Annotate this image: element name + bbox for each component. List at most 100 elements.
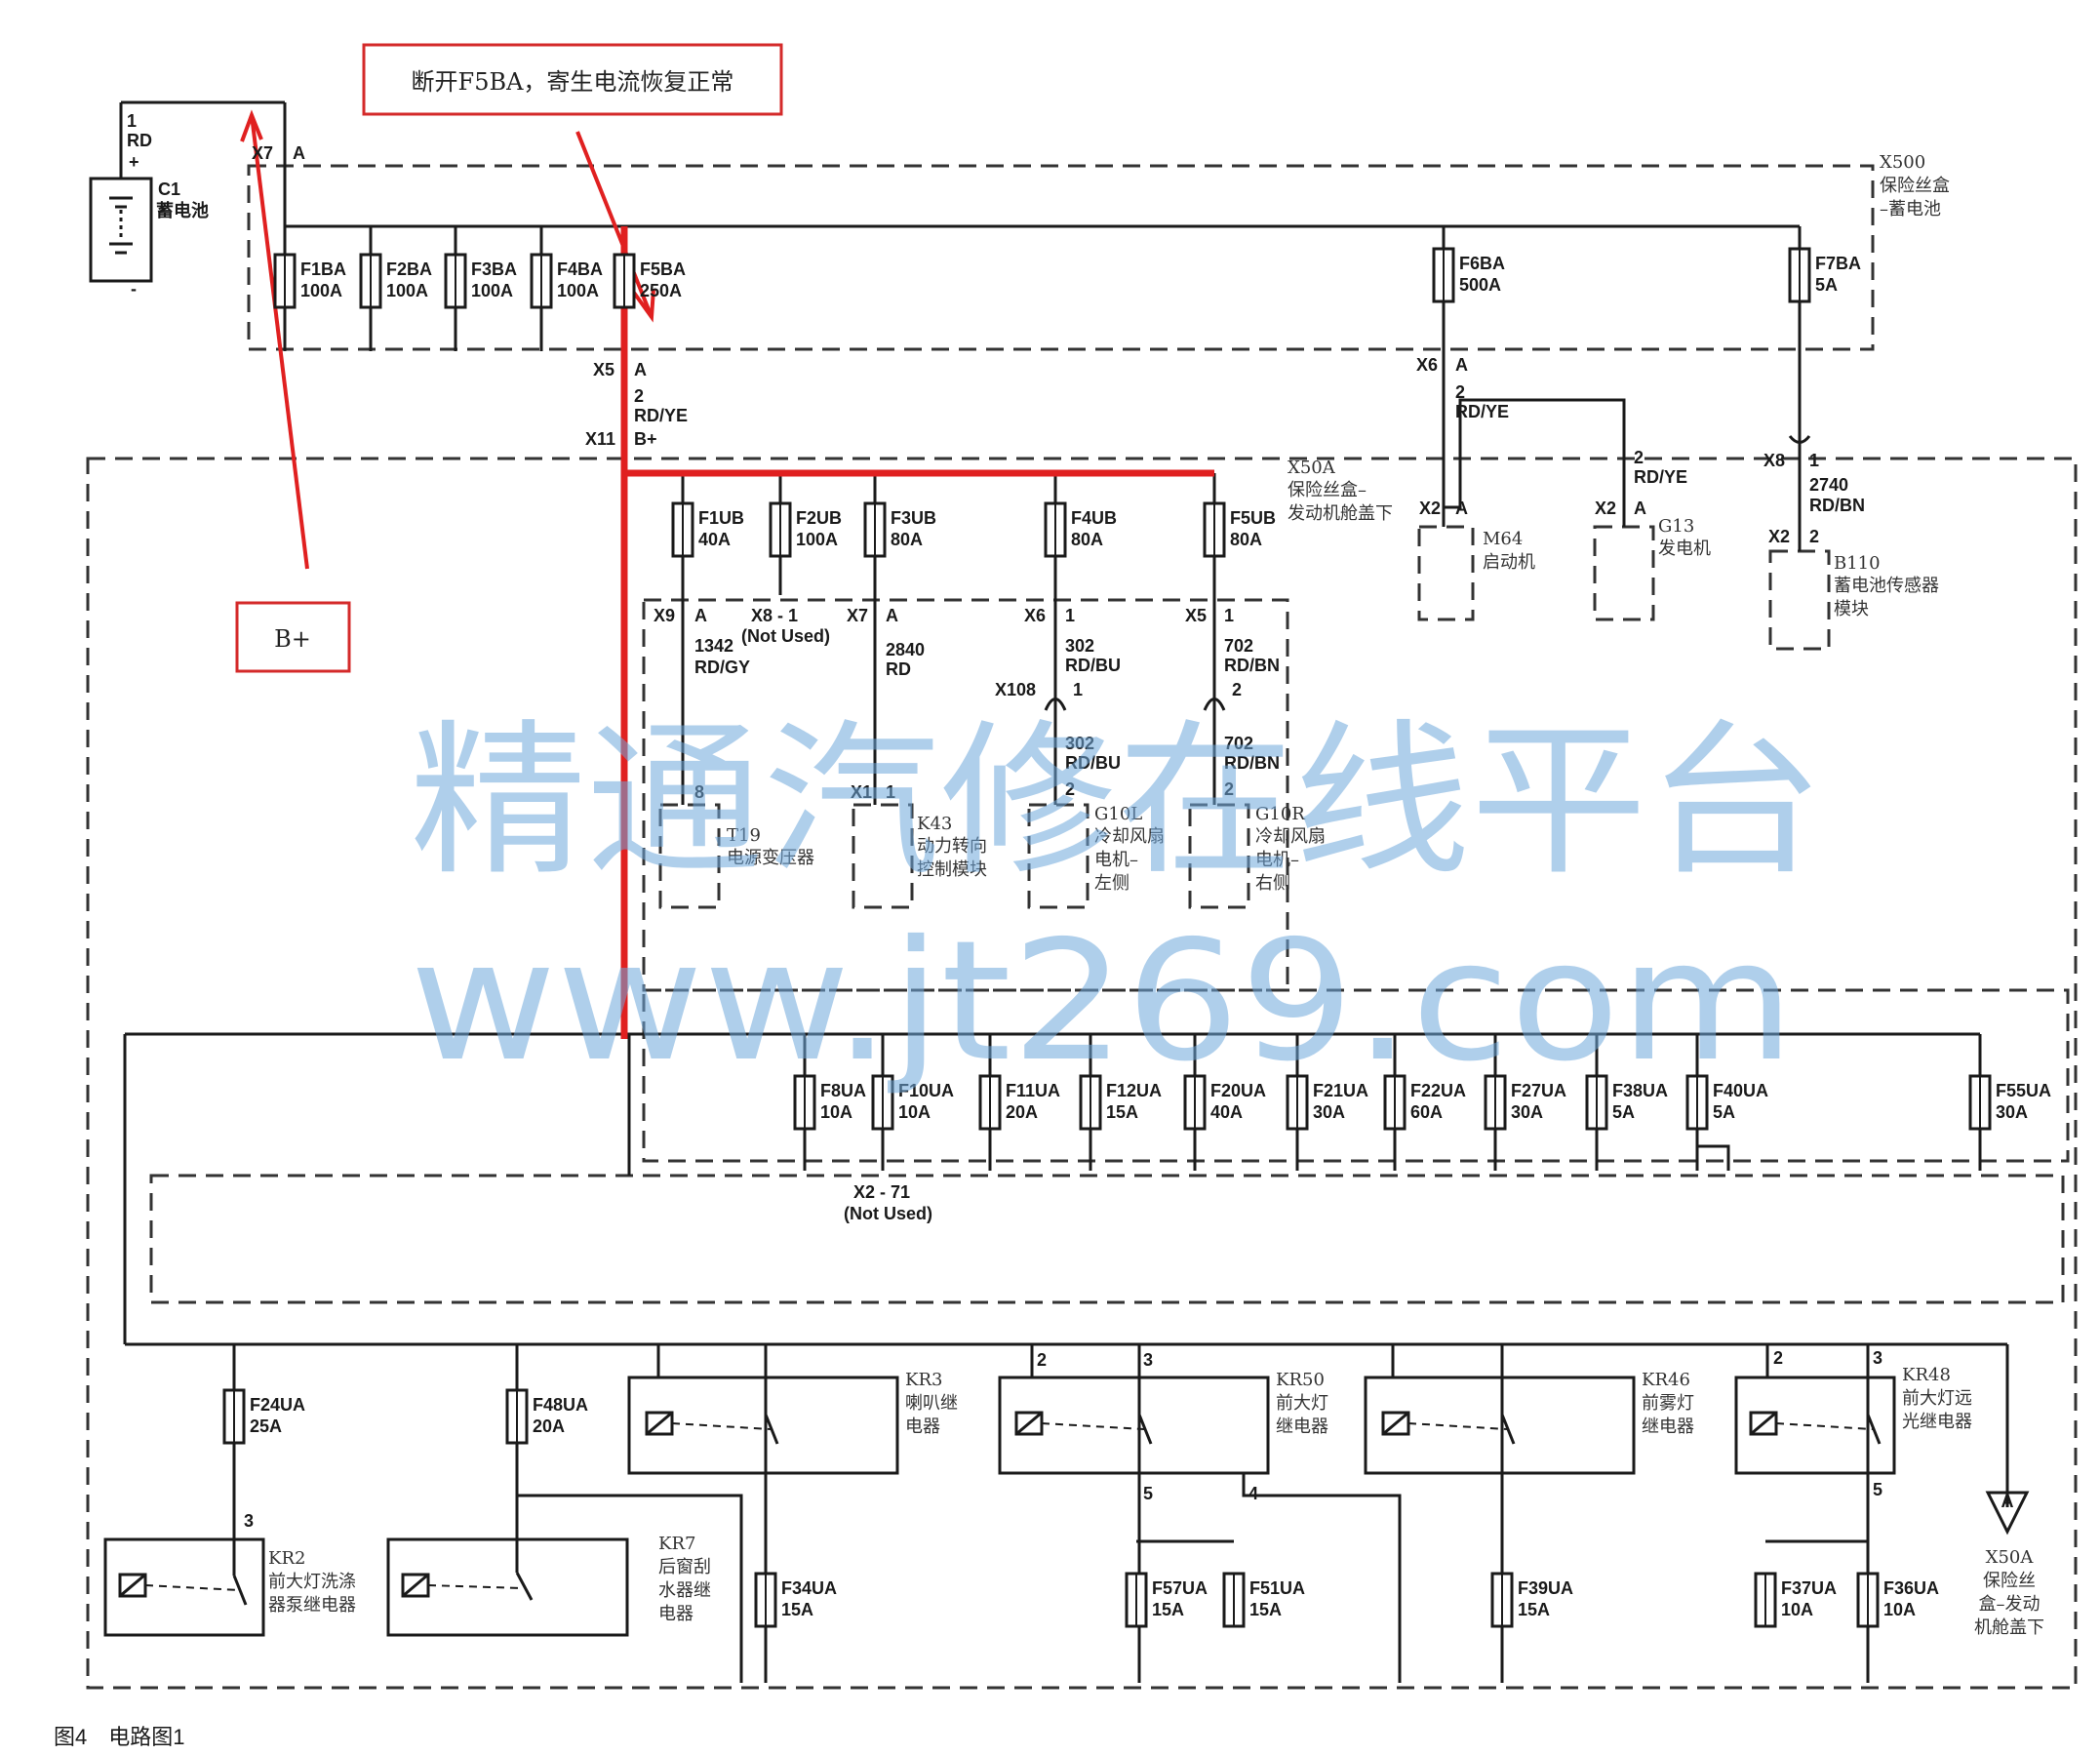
fuse-rating: 250A [640,281,682,300]
fuse-name: F1UB [698,508,744,528]
fuse-rating: 30A [1313,1102,1345,1122]
conn-x2-b110: X2 [1768,527,1790,546]
t19-code: T19 [727,825,761,846]
wire-702a: 702 [1224,636,1253,656]
conn-x108: X108 [995,680,1036,699]
conn-x9a: A [694,606,707,625]
fuse-rating: 10A [898,1102,931,1122]
kr3-label-1: 喇叭继 [905,1393,958,1414]
wire-rdbn-2740: RD/BN [1809,496,1865,515]
fuse-rating: 30A [1996,1102,2028,1122]
fuse-rating: 5A [1815,275,1838,295]
fuse-name: F2BA [386,259,432,279]
top-note: 断开F5BA，寄生电流恢复正常 [412,68,734,96]
fuse-name: F39UA [1518,1578,1573,1598]
wire-302b: 302 [1065,734,1094,753]
relay-switches [232,1405,1882,1606]
t19-name: 电源变压器 [727,848,814,868]
x8-connector [1788,435,1811,444]
fuse-rating: 15A [1518,1600,1550,1619]
conn-x11: X11 [585,429,615,449]
box-g13 [1593,525,1655,621]
fuse-name: F5UB [1230,508,1276,528]
battery-box [89,177,153,283]
kr2-code: KR2 [268,1548,305,1569]
b110-label-2: 模块 [1834,599,1869,619]
fuse-name: F20UA [1210,1081,1266,1100]
g10l-code: G10L [1094,804,1142,824]
connector-labels: X7 A X5 A 2 RD/YE X11 B+ X6 A 2 RD/YE 2 … [244,143,1882,1531]
x108-connector-b [1203,698,1226,711]
fuse-name: F51UA [1249,1578,1305,1598]
g10r-label-2: 电机– [1255,850,1299,870]
pin-x5-1: 1 [1224,606,1234,625]
fuse-rating: 15A [1249,1600,1282,1619]
fuse-name: F55UA [1996,1081,2051,1100]
conn-x1: X1 [851,782,872,802]
battery-wire: RD [127,131,152,150]
fuse-name: F8UA [820,1081,866,1100]
wire-rdye: RD/YE [634,406,688,425]
wire-rdbn-a: RD/BN [1224,656,1280,675]
fuse-name: F37UA [1781,1578,1837,1598]
wire-rd-2840: RD [886,659,911,679]
k43-label-1: 动力转向 [917,836,987,857]
top-note-box [362,43,783,116]
fuse-name: F34UA [781,1578,837,1598]
box-kr2 [103,1537,265,1637]
fuse-rating: 15A [781,1600,813,1619]
pin-2-702: 2 [1224,779,1234,799]
conn-a-top: A [293,143,305,163]
x50a-label-1: 保险丝盒– [1288,480,1367,500]
conn-x5-mid: X5 [1185,606,1207,625]
wire-2740: 2740 [1809,475,1848,495]
fuse-name: F1BA [300,259,346,279]
box-kr46 [1364,1376,1636,1475]
kr3-code: KR3 [905,1370,942,1390]
fuse-rating: 40A [698,530,731,549]
fuse-f40ua: F40UA 5A [1685,1074,1768,1131]
x500-label-2: –蓄电池 [1880,199,1941,220]
kr2-label-2: 器泵继电器 [268,1595,356,1616]
kr48-label-1: 前大灯远 [1902,1388,1972,1409]
fuse-rating: 5A [1713,1102,1735,1122]
fuse-rating: 100A [557,281,599,300]
x50a-bottom-label-3: 机舱盖下 [1974,1617,2044,1638]
kr2-label-1: 前大灯洗涤 [268,1572,356,1592]
conn-x7a-mid: A [886,606,898,625]
b110-code: B110 [1834,553,1881,574]
conn-x8: X8 [1763,451,1785,470]
box-x50a-outer [86,457,2078,1690]
x50a-arrow-letter: A [2001,1492,2014,1511]
fuse-name: F2UB [796,508,842,528]
wire-2b: 2 [1455,382,1465,402]
pin-x1: 1 [886,782,895,802]
conn-x6a: A [1455,355,1468,375]
pin-2-302: 2 [1065,779,1075,799]
fuse-rating: 80A [1071,530,1103,549]
fuse-name: F3UB [891,508,936,528]
pin-kr48-5: 5 [1873,1480,1882,1499]
fuse-rating: 100A [796,530,838,549]
fuse-f8ua: F8UA 10A [793,1074,866,1131]
fuse-rating: 20A [1006,1102,1038,1122]
box-x500 [247,164,1875,351]
x50a-arrow [1985,1491,2030,1536]
wire-rdye-b: RD/YE [1455,402,1509,421]
box-g10l [1027,803,1090,909]
x500-label-1: 保险丝盒 [1880,176,1950,196]
fuse-rating: 10A [820,1102,852,1122]
g10l-label-3: 左侧 [1094,873,1129,894]
fuse-rating: 500A [1459,275,1501,295]
fuse-name: F27UA [1511,1081,1566,1100]
fuse-name: F40UA [1713,1081,1768,1100]
kr48-label-2: 光继电器 [1902,1412,1972,1432]
